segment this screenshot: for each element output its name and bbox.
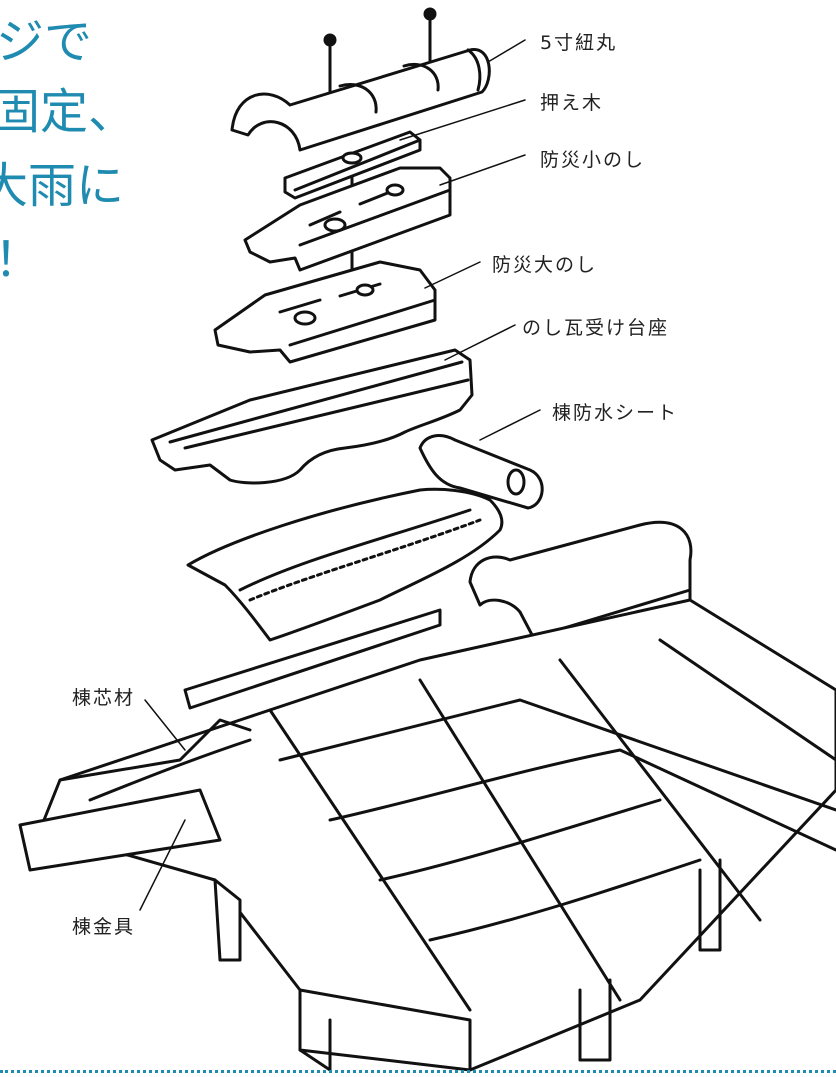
label-ridge-cap: 5寸紐丸 bbox=[540, 32, 618, 54]
bottom-dotted-divider bbox=[0, 1070, 836, 1073]
small-noshi-tile bbox=[243, 166, 452, 272]
waterproof-sheet bbox=[186, 434, 544, 642]
label-small-noshi: 防災小のし bbox=[540, 149, 646, 171]
noshi-base bbox=[150, 348, 474, 485]
headline-line-2: 固定、 bbox=[0, 84, 137, 140]
label-waterproof-sheet: 棟防水シート bbox=[552, 402, 679, 424]
headline-line-4: ！ bbox=[0, 220, 42, 290]
ridge-cap-tile bbox=[230, 48, 491, 152]
label-pressure-wood: 押え木 bbox=[540, 92, 604, 114]
headline: ジで 固定、 大雨に ！ bbox=[0, 0, 200, 300]
headline-line-3: 大雨に bbox=[0, 158, 125, 214]
pressure-wood bbox=[283, 130, 422, 200]
large-noshi-tile bbox=[213, 260, 437, 364]
label-noshi-base: のし瓦受け台座 bbox=[522, 317, 670, 339]
leader-lines bbox=[139, 39, 541, 911]
headline-line-1: ジで bbox=[0, 14, 93, 70]
label-ridge-core: 棟芯材 bbox=[72, 687, 136, 709]
label-ridge-bracket: 棟金具 bbox=[72, 916, 136, 938]
label-large-noshi: 防災大のし bbox=[492, 254, 598, 276]
tiled-roof bbox=[18, 598, 836, 1072]
